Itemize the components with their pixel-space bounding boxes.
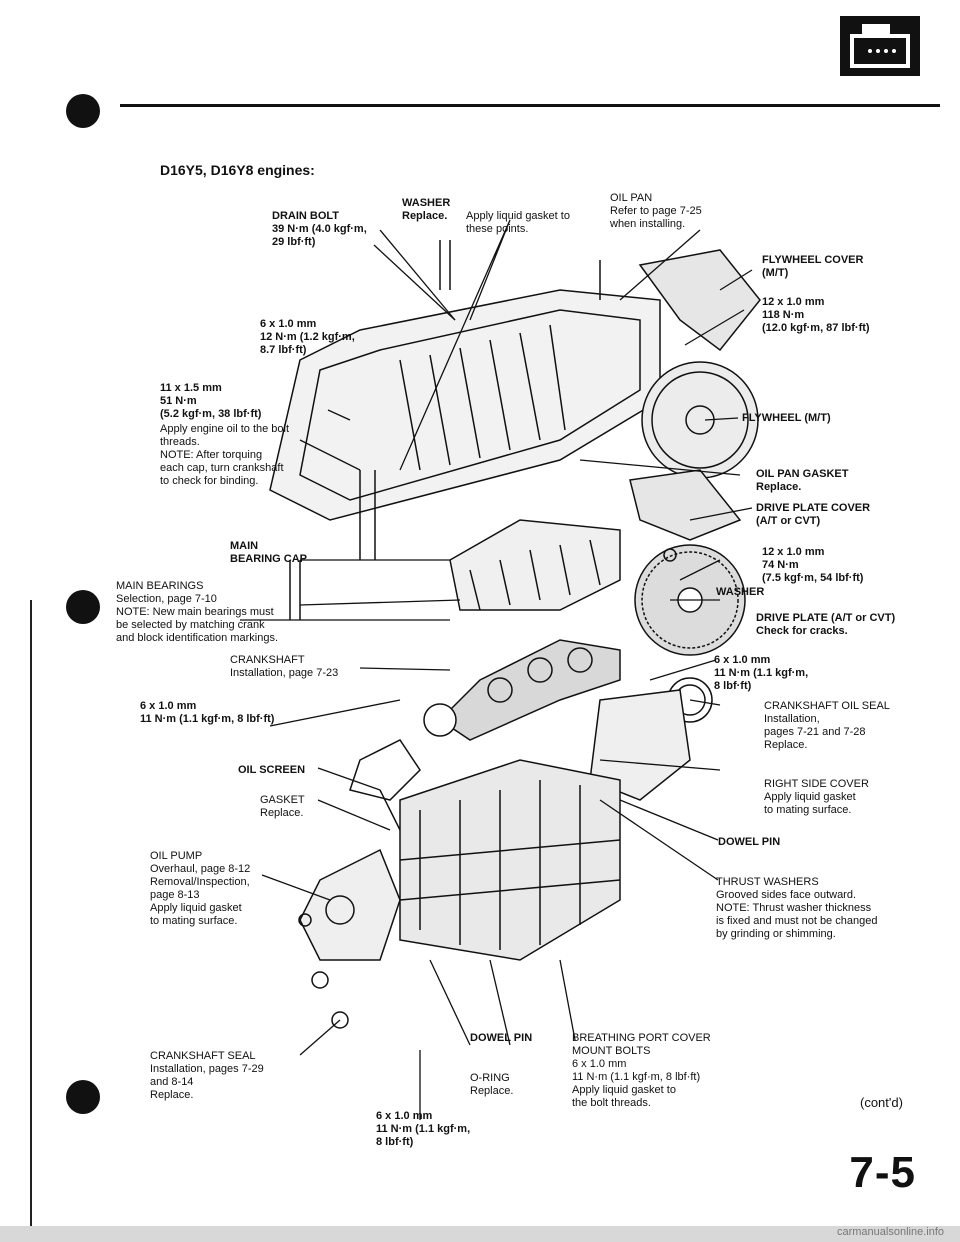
label-bolt-6x1-right: 6 x 1.0 mm 11 N·m (1.1 kgf·m, 8 lbf·ft)	[714, 654, 809, 692]
label-bolt-6x1-top: 6 x 1.0 mm 12 N·m (1.2 kgf·m, 8.7 lbf·ft…	[260, 318, 355, 356]
label-crank-seal: CRANKSHAFT SEAL Installation, pages 7-29…	[150, 1050, 264, 1101]
label-washer: WASHER Replace.	[402, 197, 451, 222]
label-bolt-11x15: 11 x 1.5 mm 51 N·m (5.2 kgf·m, 38 lbf·ft…	[160, 382, 262, 420]
label-breathing-cover: BREATHING PORT COVER MOUNT BOLTS 6 x 1.0…	[572, 1032, 711, 1109]
label-dowel-pin-bottom: DOWEL PIN	[470, 1032, 533, 1044]
label-right-side-cover: RIGHT SIDE COVER Apply liquid gasket to …	[764, 778, 869, 816]
label-bolt-6x1-bottom: 6 x 1.0 mm 11 N·m (1.1 kgf·m, 8 lbf·ft)	[376, 1110, 471, 1148]
binding-hole	[66, 94, 100, 128]
continued-label: (cont'd)	[860, 1095, 903, 1110]
label-bolt-12x1-74: 12 x 1.0 mm 74 N·m (7.5 kgf·m, 54 lbf·ft…	[762, 546, 864, 584]
label-washer-2: WASHER	[716, 586, 765, 598]
binding-margin-line	[30, 600, 32, 1240]
label-oil-pan: OIL PAN Refer to page 7-25 when installi…	[610, 192, 702, 230]
label-apply-oil: Apply engine oil to the bolt threads. NO…	[160, 423, 290, 487]
binding-hole	[66, 1080, 100, 1114]
label-apply-gasket-top: Apply liquid gasket to these points.	[466, 210, 570, 235]
footer-bar	[0, 1226, 960, 1242]
label-oil-screen: OIL SCREEN	[238, 764, 306, 776]
label-oil-pump: OIL PUMP Overhaul, page 8-12 Removal/Ins…	[150, 850, 251, 927]
page-number: 7-5	[849, 1148, 916, 1197]
label-gasket: GASKET Replace.	[260, 794, 305, 819]
label-crank-oil-seal: CRANKSHAFT OIL SEAL Installation, pages …	[764, 700, 890, 751]
watermark: carmanualsonline.info	[836, 1226, 944, 1238]
label-crankshaft: CRANKSHAFT Installation, page 7-23	[230, 654, 339, 679]
label-dowel-pin-right: DOWEL PIN	[718, 836, 781, 848]
header-rule	[120, 104, 940, 107]
label-drive-plate: DRIVE PLATE (A/T or CVT) Check for crack…	[756, 612, 896, 637]
label-flywheel: FLYWHEEL (M/T)	[742, 412, 831, 424]
label-oil-pan-gasket: OIL PAN GASKET Replace.	[756, 468, 849, 493]
label-thrust-washers: THRUST WASHERS Grooved sides face outwar…	[716, 876, 878, 940]
page-heading: D16Y5, D16Y8 engines:	[160, 162, 315, 178]
label-main-bearing-cap: MAIN BEARING CAP	[230, 540, 308, 565]
label-bolt-12x1-118: 12 x 1.0 mm 118 N·m (12.0 kgf·m, 87 lbf·…	[762, 296, 870, 334]
engine-icon	[840, 16, 920, 76]
label-bolt-6x1-left: 6 x 1.0 mm 11 N·m (1.1 kgf·m, 8 lbf·ft)	[140, 700, 275, 725]
label-drain-bolt: DRAIN BOLT 39 N·m (4.0 kgf·m, 29 lbf·ft)	[272, 210, 367, 248]
label-o-ring: O-RING Replace.	[470, 1072, 514, 1097]
label-main-bearings: MAIN BEARINGS Selection, page 7-10 NOTE:…	[116, 580, 279, 644]
label-flywheel-cover: FLYWHEEL COVER (M/T)	[762, 254, 864, 279]
binding-hole	[66, 590, 100, 624]
label-drive-plate-cover: DRIVE PLATE COVER (A/T or CVT)	[756, 502, 871, 527]
